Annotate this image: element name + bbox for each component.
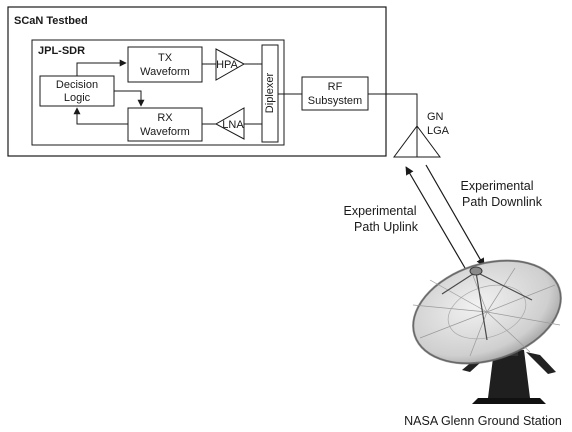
rf-subsystem-block [301, 76, 369, 111]
jpl-sdr-title: JPL-SDR [38, 45, 85, 57]
lna-label: LNA [222, 119, 244, 131]
downlink-label-1: Experimental [461, 179, 534, 193]
hpa-amplifier [215, 48, 246, 81]
downlink-label-2: Path Downlink [462, 195, 543, 209]
rf-subsystem-label-2: Subsystem [308, 95, 362, 107]
tx-waveform-label-2: Waveform [140, 66, 190, 78]
ground-station-label: NASA Glenn Ground Station [404, 414, 562, 428]
uplink-label-1: Experimental [344, 204, 417, 218]
uplink-arrow [405, 166, 466, 269]
decision-to-tx-arrow [76, 59, 127, 76]
decision-logic-label-2: Logic [64, 92, 91, 104]
diplexer-label: Diplexer [264, 72, 276, 113]
decision-logic-label-1: Decision [56, 79, 98, 91]
rx-waveform-label-2: Waveform [140, 126, 190, 138]
downlink-arrow [425, 164, 485, 267]
tx-waveform-label-1: TX [158, 52, 173, 64]
rf-subsystem-label-1: RF [328, 81, 343, 93]
decision-logic-block [39, 75, 115, 107]
tx-waveform-block [127, 46, 203, 83]
rx-waveform-label-1: RX [157, 112, 173, 124]
antenna-label-2: LGA [427, 125, 450, 137]
antenna-label-1: GN [427, 111, 444, 123]
rx-to-decision-arrow [73, 107, 128, 125]
rf-to-antenna-line [368, 93, 418, 128]
scan-testbed-title: SCaN Testbed [14, 15, 88, 27]
uplink-label-2: Path Uplink [354, 220, 419, 234]
ground-station-dish-icon [412, 259, 562, 404]
decision-to-rx-arrow [114, 90, 145, 107]
hpa-label: HPA [216, 59, 238, 71]
